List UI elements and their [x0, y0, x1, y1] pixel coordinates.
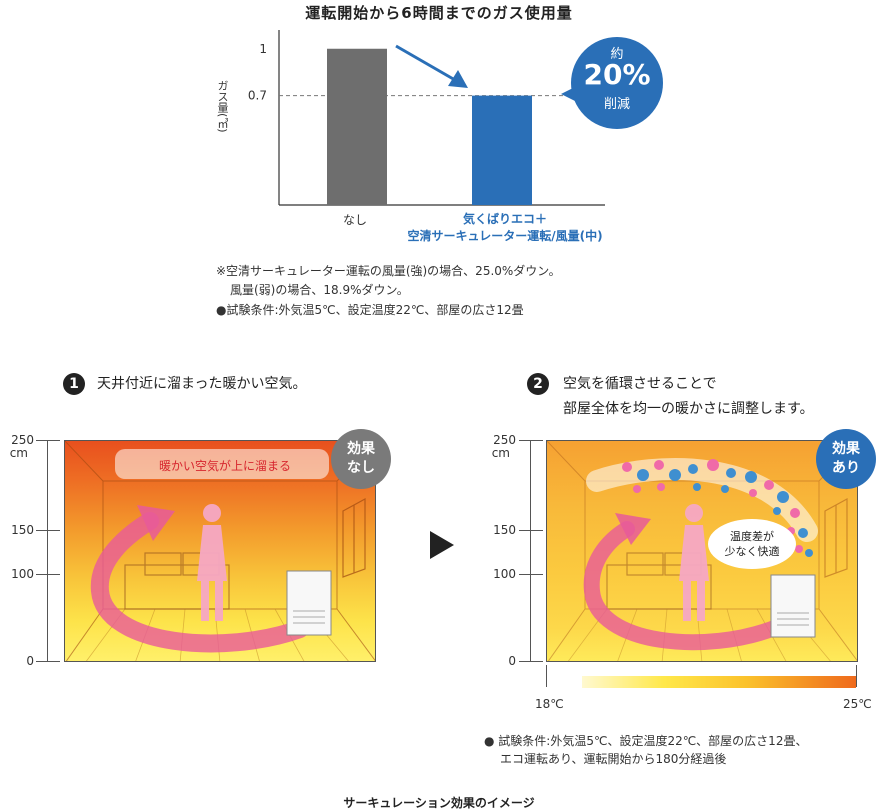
step-number-2: 2 [527, 373, 549, 395]
ion-particles [622, 459, 813, 557]
height-tick-250-right [519, 440, 543, 441]
temperature-max-label: 25℃ [843, 697, 872, 711]
note-weak-wind: 風量(弱)の場合、18.9%ダウン。 [230, 283, 409, 297]
effect-yes-badge: 効果 あり [816, 429, 876, 489]
step-text-1: 天井付近に溜まった暖かい空気。 [97, 376, 307, 392]
step-text-2a: 空気を循環させることで [563, 376, 717, 392]
temperature-scale-right-tick [856, 665, 857, 687]
height-label-250-right: 250 [493, 433, 516, 447]
category-label-nashi: なし [342, 213, 367, 227]
y-tick-label-1: 1 [259, 42, 267, 56]
height-tick-100-right [519, 574, 543, 575]
person-figure [197, 504, 227, 621]
circulation-flow-arrow [583, 521, 785, 651]
height-label-100: 100 [11, 567, 34, 581]
height-tick-100 [36, 574, 60, 575]
note-strong-wind: ※空清サーキュレーター運転の風量(強)の場合、25.0%ダウン。 [216, 264, 561, 278]
height-tick-0-right [519, 661, 543, 662]
height-label-0: 0 [26, 654, 34, 668]
room-illustration-after [546, 440, 858, 662]
note-test-conditions: ●試験条件:外気温5℃、設定温度22℃、部屋の広さ12畳 [216, 303, 524, 317]
next-arrow-icon [430, 531, 454, 559]
warm-air-band [115, 449, 329, 479]
person-figure-after [679, 504, 709, 621]
height-axis-left [47, 440, 48, 662]
warm-air-flow-arrowhead [137, 505, 175, 541]
circulation-flow-arrowhead [615, 513, 651, 545]
height-tick-150-right [519, 530, 543, 531]
chart-title: 運転開始から6時間までのガス使用量 [305, 4, 573, 22]
reduction-arrow-head [448, 70, 468, 88]
height-label-150-right: 150 [493, 523, 516, 537]
badge-percent: 20% [583, 58, 651, 91]
height-label-100-right: 100 [493, 567, 516, 581]
comfort-speech-bubble: 温度差が 少なく快適 [708, 519, 796, 569]
category-label-eco: 気くばりエコ＋ 空清サーキュレーター運転/風量(中) [407, 212, 603, 243]
badge-reduction: 削減 [603, 97, 630, 112]
y-tick-label-0-7: 0.7 [248, 89, 267, 103]
bar-chart: 1 0.7 [248, 30, 605, 206]
bar-eco-circulator [472, 95, 532, 205]
height-label-0-right: 0 [508, 654, 516, 668]
fan-heater-icon [286, 570, 332, 636]
y-axis-label: ガス量(㎥) [216, 80, 229, 133]
height-tick-150 [36, 530, 60, 531]
height-label-250: 250 [11, 433, 34, 447]
height-unit-left: cm [9, 446, 28, 460]
room-illustration-before [64, 440, 376, 662]
circulation-flow-ceiling [586, 458, 818, 542]
reduction-badge: 約 20% 削減 [561, 37, 665, 129]
test-conditions-line-2: エコ運転あり、運転開始から180分経過後 [500, 752, 727, 766]
bar-nashi [327, 48, 387, 205]
step-text-2b: 部屋全体を均一の暖かさに調整します。 [563, 401, 814, 417]
height-tick-250 [36, 440, 60, 441]
test-conditions-line-1: ● 試験条件:外気温5℃、設定温度22℃、部屋の広さ12畳、 [484, 734, 808, 748]
warm-air-flow-arrow [90, 512, 309, 653]
reduction-arrow-shaft [395, 44, 456, 82]
figure-caption: サーキュレーション効果のイメージ [343, 796, 535, 810]
warm-air-label: 暖かい空気が上に溜まる [158, 459, 291, 473]
height-axis-right [530, 440, 531, 662]
temperature-min-label: 18℃ [535, 697, 564, 711]
badge-circle [571, 37, 663, 129]
effect-none-badge: 効果 なし [331, 429, 391, 489]
temperature-gradient-bar [582, 676, 856, 688]
fan-heater-icon-after [770, 574, 816, 638]
badge-approx: 約 [610, 47, 624, 62]
height-label-150: 150 [11, 523, 34, 537]
height-unit-right: cm [491, 446, 510, 460]
step-number-1: 1 [63, 373, 85, 395]
temperature-scale-left-tick [546, 665, 547, 687]
height-tick-0 [36, 661, 60, 662]
